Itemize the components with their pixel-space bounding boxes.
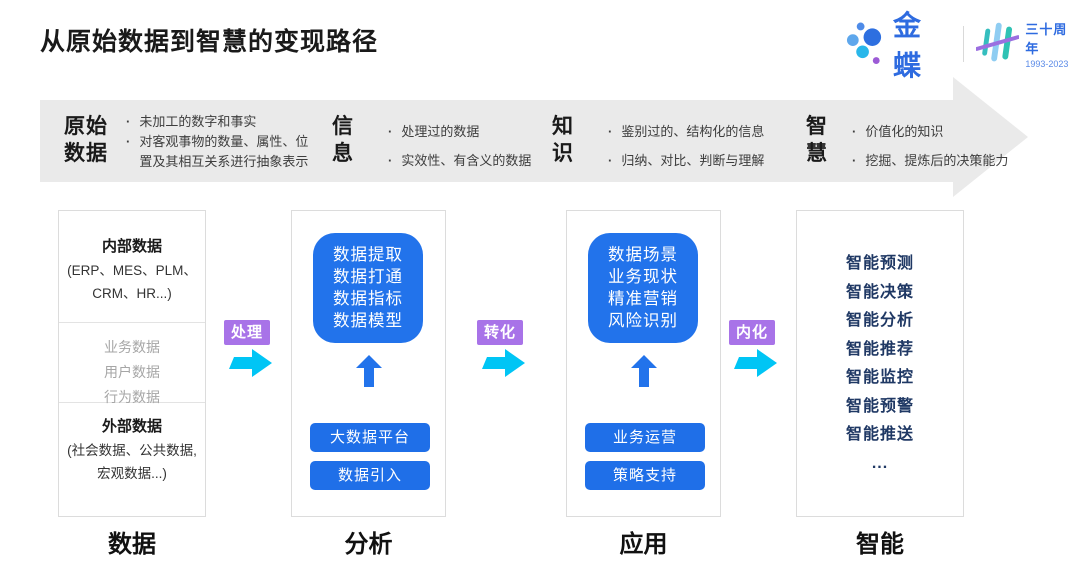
anniversary-years: 1993-2023: [1025, 59, 1069, 69]
analysis-core-box: 数据提取 数据打通 数据指标 数据模型: [313, 233, 423, 343]
stage-points-raw-data: 未加工的数字和事实 对客观事物的数量、属性、位置及其相互关系进行抽象表示: [126, 112, 318, 172]
analysis-core-item: 数据指标: [333, 290, 403, 308]
brand-name: 金蝶: [892, 10, 923, 81]
flow-label-process: 处理: [224, 320, 270, 345]
analysis-core-item: 数据提取: [333, 246, 403, 264]
up-arrow-icon: [356, 355, 382, 387]
intelligence-item: 智能分析: [845, 312, 914, 329]
stage-points-knowledge: 鉴别过的、结构化的信息 归纳、对比、判断与理解: [608, 122, 808, 180]
middle-data-item: 行为数据: [104, 389, 160, 405]
stage-point: 对客观事物的数量、属性、位置及其相互关系进行抽象表示: [126, 132, 318, 172]
column-label-intelligence: 智能: [856, 531, 904, 558]
stage-term-raw-data: 原始 数据: [64, 115, 108, 165]
intelligence-list: 智能预测 智能决策 智能分析 智能推荐 智能监控 智能预警 智能推送 ...: [796, 250, 964, 478]
analysis-button-import: 数据引入: [310, 461, 430, 490]
column-label-application: 应用: [619, 531, 668, 558]
middle-data-item: 用户数据: [104, 364, 160, 380]
column-label-data: 数据: [108, 531, 156, 558]
analysis-button-bigdata: 大数据平台: [310, 423, 430, 452]
middle-data-section: 业务数据 用户数据 行为数据: [59, 323, 205, 405]
data-sources-box: 内部数据 (ERP、MES、PLM、 CRM、HR...) 业务数据 用户数据 …: [58, 210, 206, 517]
intelligence-item: 智能推送: [845, 426, 914, 443]
application-core-box: 数据场景 业务现状 精准营销 风险识别: [588, 233, 698, 343]
stage-point: 处理过的数据: [388, 122, 578, 142]
application-core-item: 风险识别: [608, 312, 678, 330]
internal-data-line: (ERP、MES、PLM、: [67, 263, 197, 278]
kingdee-logo: 金蝶 三十周年 1993-2023: [846, 10, 1080, 81]
application-core-item: 数据场景: [608, 246, 678, 264]
stage-point: 挖掘、提炼后的决策能力: [852, 151, 1022, 171]
stage-term-knowledge: 知 识: [552, 115, 574, 165]
anniversary-30-icon: [976, 22, 1020, 62]
application-core-item: 业务现状: [608, 268, 678, 286]
external-data-line: 宏观数据...): [97, 466, 167, 481]
stage-point: 实效性、有含义的数据: [388, 151, 578, 171]
analysis-core-item: 数据模型: [333, 312, 403, 330]
application-button-operation: 业务运营: [585, 423, 705, 452]
internal-data-section: 内部数据 (ERP、MES、PLM、 CRM、HR...): [59, 211, 205, 323]
external-data-title: 外部数据: [101, 418, 162, 435]
column-label-analysis: 分析: [344, 531, 393, 558]
internal-data-line: CRM、HR...): [92, 286, 172, 301]
logo-divider: [963, 26, 965, 62]
page-title: 从原始数据到智慧的变现路径: [40, 28, 379, 56]
intelligence-item: 智能推荐: [845, 340, 914, 358]
external-data-line: (社会数据、公共数据,: [67, 443, 197, 458]
intelligence-item: 智能预测: [845, 255, 914, 272]
analysis-core-item: 数据打通: [333, 268, 403, 286]
stage-point: 归纳、对比、判断与理解: [608, 151, 808, 171]
anniversary-text: 三十周年 1993-2023: [1025, 19, 1080, 69]
stage-points-information: 处理过的数据 实效性、有含义的数据: [388, 122, 578, 180]
flow-label-internalize: 内化: [729, 320, 775, 345]
intelligence-item: 智能监控: [845, 369, 914, 386]
middle-data-item: 业务数据: [104, 339, 160, 355]
intelligence-box: [796, 210, 964, 517]
stage-term-information: 信 息: [332, 115, 354, 165]
anniversary-title: 三十周年: [1025, 22, 1068, 56]
stage-point: 未加工的数字和事实: [126, 112, 318, 132]
flow-label-transform: 转化: [477, 320, 523, 345]
internal-data-title: 内部数据: [101, 238, 162, 255]
stage-point: 鉴别过的、结构化的信息: [608, 122, 808, 142]
right-arrow-icon: [734, 349, 777, 377]
intelligence-item-more: ...: [871, 454, 889, 472]
right-arrow-icon: [229, 349, 272, 377]
stage-point: 价值化的知识: [852, 122, 1022, 142]
stage-term-wisdom: 智 慧: [806, 115, 828, 165]
application-button-strategy: 策略支持: [585, 461, 705, 490]
intelligence-item: 智能决策: [845, 283, 914, 301]
right-arrow-icon: [482, 349, 525, 377]
intelligence-item: 智能预警: [845, 397, 914, 415]
up-arrow-icon: [631, 355, 657, 387]
kingdee-butterfly-icon: [846, 22, 882, 64]
external-data-section: 外部数据 (社会数据、公共数据, 宏观数据...): [59, 403, 205, 485]
stage-points-wisdom: 价值化的知识 挖掘、提炼后的决策能力: [852, 122, 1022, 180]
application-core-item: 精准营销: [608, 290, 678, 308]
